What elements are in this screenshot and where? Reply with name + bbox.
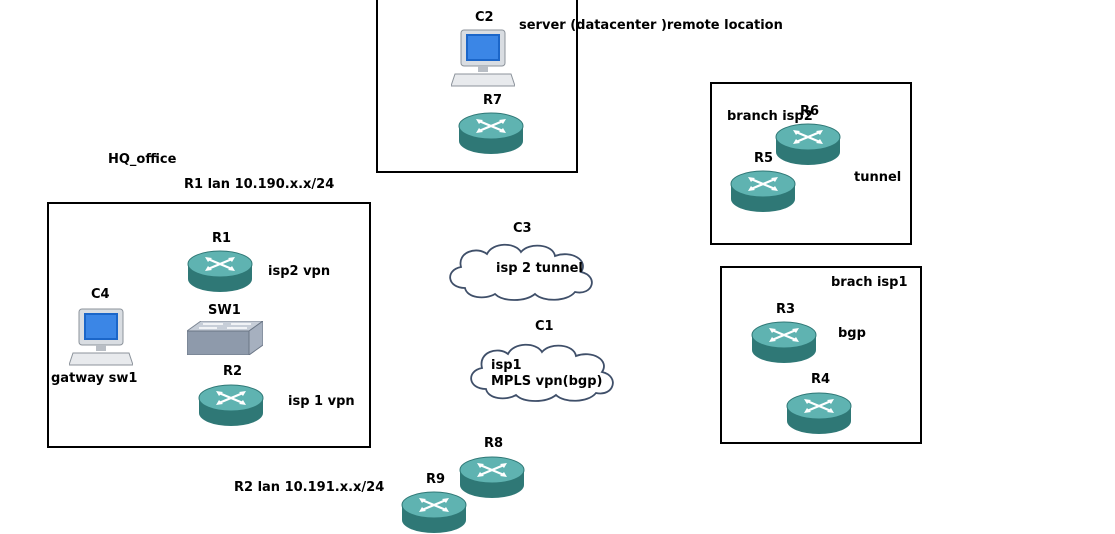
branch-isp1-frame [720,266,922,444]
router-r8-icon[interactable] [459,455,525,499]
isp2-vpn-note: isp2 vpn [268,264,331,279]
r1-label: R1 [212,231,232,246]
sw1-label: SW1 [208,303,241,318]
switch-sw1-icon[interactable] [187,321,263,355]
r2-label: R2 [223,364,243,379]
cloud-c1-text-line2: MPLS vpn(bgp) [491,374,603,389]
router-r9-icon[interactable] [401,490,467,534]
r3-label: R3 [776,302,796,317]
router-r6-icon[interactable] [775,122,841,166]
router-r7-icon[interactable] [458,111,524,155]
router-r5-icon[interactable] [730,169,796,213]
pc-c4-icon[interactable] [69,307,133,367]
c1-label: C1 [535,319,554,334]
cloud-c3-icon[interactable] [443,240,599,302]
r2-lan-label: R2 lan 10.191.x.x/24 [234,480,385,495]
r4-label: R4 [811,372,831,387]
tunnel-note: tunnel [854,170,902,185]
cloud-c1-icon[interactable] [464,339,620,403]
bgp-note: bgp [838,326,866,341]
r9-label: R9 [426,472,446,487]
r8-label: R8 [484,436,504,451]
router-r3-icon[interactable] [751,320,817,364]
server-location-label: server (datacenter )remote location [519,18,783,33]
r6-label: R6 [800,104,820,119]
r1-lan-label: R1 lan 10.190.x.x/24 [184,177,335,192]
c2-label: C2 [475,10,494,25]
hq-frame [47,202,371,448]
hq-office-label: HQ_office [108,152,177,167]
branch-isp2-frame [710,82,912,245]
r7-label: R7 [483,93,503,108]
c4-label: C4 [91,287,110,302]
isp1-vpn-note: isp 1 vpn [288,394,355,409]
cloud-c1-text-line1: isp1 [491,358,522,373]
router-r1-icon[interactable] [187,249,253,293]
branch-isp2-label: branch isp2 [727,109,813,124]
branch-isp1-label: brach isp1 [831,275,908,290]
datacenter-frame [376,0,578,173]
router-r2-icon[interactable] [198,383,264,427]
pc-c2-icon[interactable] [451,28,515,88]
router-r4-icon[interactable] [786,391,852,435]
cloud-c3-text: isp 2 tunnel [496,261,583,276]
c3-label: C3 [513,221,532,236]
r5-label: R5 [754,151,774,166]
gateway-sw1-note: gatway sw1 [51,371,138,386]
